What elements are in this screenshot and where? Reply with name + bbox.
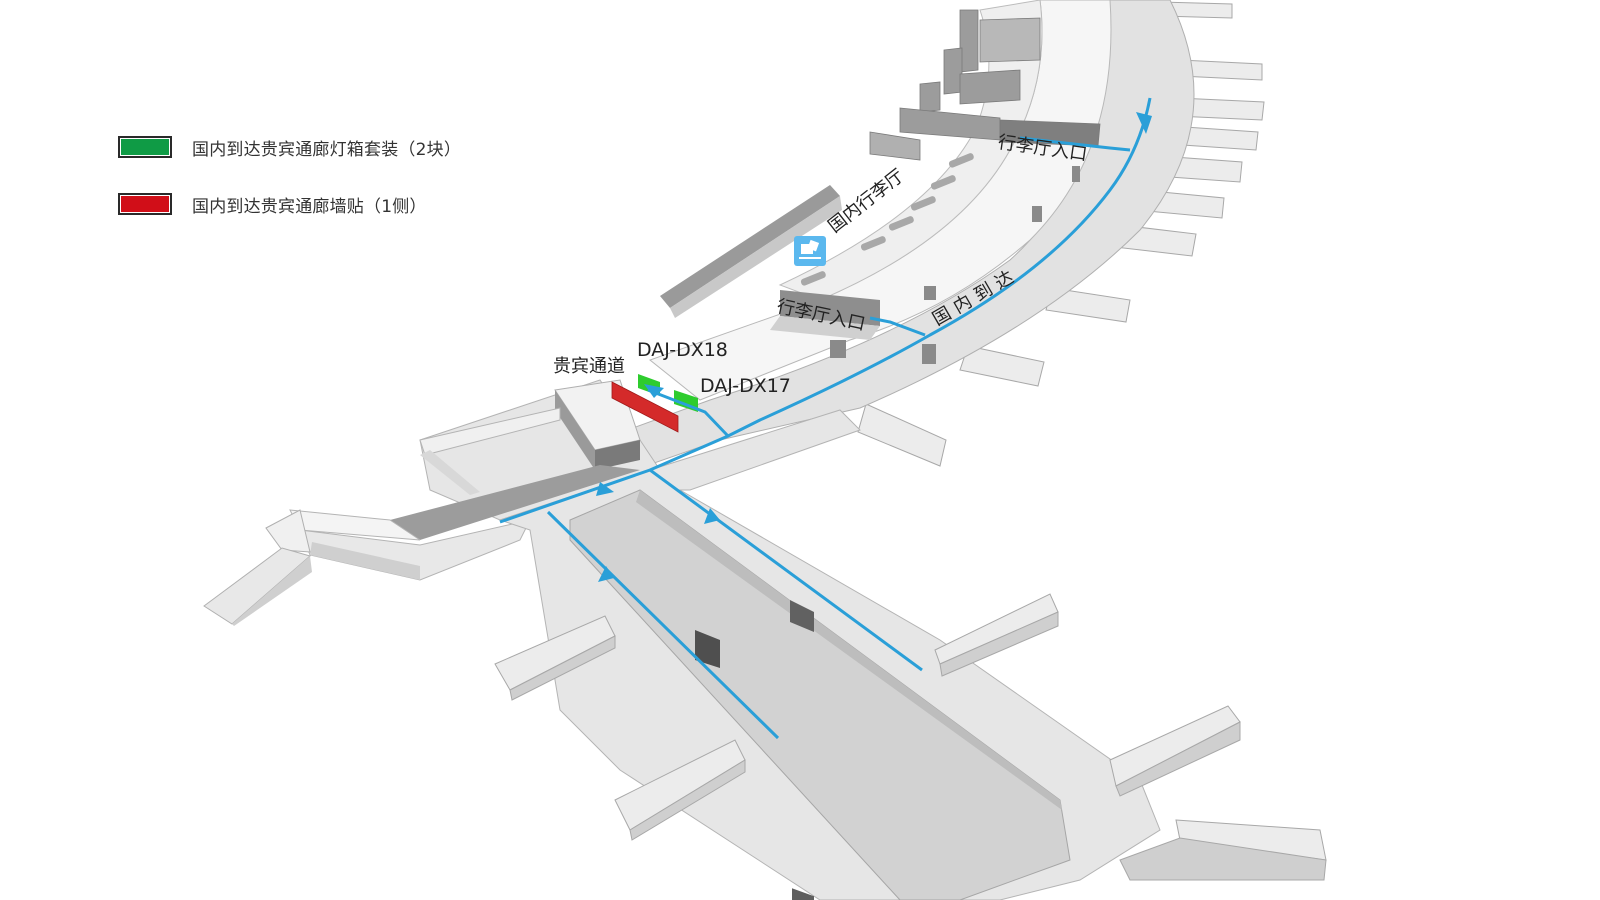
- passenger-flow: [499, 97, 1152, 740]
- ad-code-dx18[interactable]: DAJ-DX18: [637, 339, 728, 361]
- vip-channel-label: 贵宾通道: [553, 356, 625, 377]
- legend-item-lightbox: 国内到达贵宾通廊灯箱套装（2块）: [118, 134, 461, 160]
- baggage-carousels: [800, 153, 974, 286]
- curved-concourse: [598, 0, 1265, 469]
- lower-pier: [494, 409, 1327, 900]
- ad-code-dx17[interactable]: DAJ-DX17: [700, 375, 791, 397]
- legend-label: 国内到达贵宾通廊灯箱套装（2块）: [192, 139, 462, 160]
- doors: [830, 166, 1080, 364]
- baggage-claim-icon[interactable]: [794, 236, 826, 266]
- gate-piers-lower: [494, 593, 1327, 881]
- legend-swatch-red: [118, 193, 172, 215]
- legend-label: 国内到达贵宾通廊墙贴（1侧）: [192, 196, 427, 217]
- legend-swatch-green: [118, 136, 172, 158]
- wall-sticker-red[interactable]: [611, 381, 679, 433]
- flow-arrows: [596, 112, 1152, 582]
- legend-item-wall-sticker: 国内到达贵宾通廊墙贴（1侧）: [118, 191, 461, 217]
- legend: 国内到达贵宾通廊灯箱套装（2块） 国内到达贵宾通廊墙贴（1侧）: [118, 134, 461, 248]
